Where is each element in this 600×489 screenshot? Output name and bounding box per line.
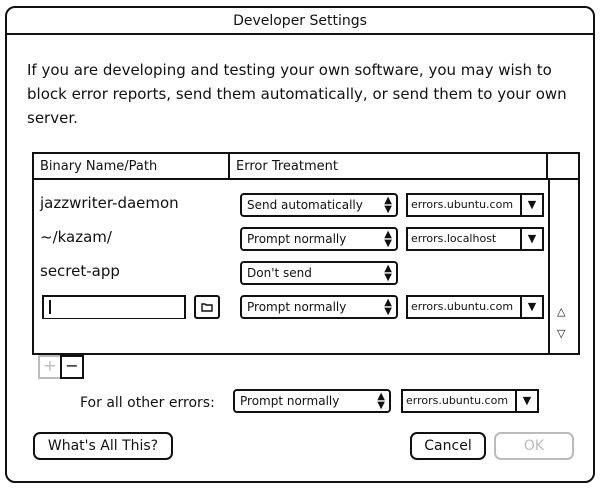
server-combo-value: errors.localhost [411,232,497,245]
triangle-down-icon[interactable]: ▼ [520,195,542,215]
server-combo-value: errors.ubuntu.com [411,300,514,313]
chevron-updown-icon: ▲▼ [384,229,392,249]
chevron-updown-icon: ▲▼ [384,297,392,317]
window-title: Developer Settings [233,12,367,29]
remove-row-button[interactable]: − [60,355,84,379]
ok-button[interactable]: OK [494,432,574,460]
treatment-select-value: Send automatically [247,198,363,212]
cancel-button[interactable]: Cancel [410,432,486,460]
treatment-select-value: Prompt normally [247,232,347,246]
column-header-treatment: Error Treatment [230,154,548,180]
triangle-down-icon[interactable]: ▼ [520,229,542,249]
binary-path: secret-app [40,262,120,280]
treatment-select[interactable]: Send automatically ▲▼ [240,193,398,217]
triangle-down-icon[interactable]: ▽ [557,327,566,340]
developer-settings-window: Developer Settings If you are developing… [5,6,595,483]
table-row: ~/kazam/ Prompt normally ▲▼ errors.local… [34,222,548,256]
text-cursor [49,300,51,314]
table-scrollbar[interactable]: △ ▽ [548,180,578,353]
treatment-select-value: Prompt normally [240,394,340,408]
server-combo[interactable]: errors.ubuntu.com ▼ [406,295,544,319]
path-input-field[interactable] [42,295,186,319]
treatment-select-value: Don't send [247,266,312,280]
browse-folder-button[interactable] [194,295,220,319]
treatment-select[interactable]: Prompt normally ▲▼ [240,295,398,319]
chevron-updown-icon: ▲▼ [377,391,385,411]
other-errors-server-combo[interactable]: errors.ubuntu.com ▼ [401,389,539,413]
column-header-scroll [548,154,578,180]
triangle-up-icon[interactable]: △ [557,305,566,318]
intro-text: If you are developing and testing your o… [27,61,567,127]
folder-icon [201,303,213,312]
help-button[interactable]: What's All This? [33,432,173,460]
binary-path: jazzwriter-daemon [40,194,179,212]
treatment-table: Binary Name/Path Error Treatment jazzwri… [32,152,580,355]
treatment-select[interactable]: Prompt normally ▲▼ [240,227,398,251]
new-entry-row: Prompt normally ▲▼ errors.ubuntu.com ▼ [34,290,548,324]
chevron-updown-icon: ▲▼ [384,195,392,215]
chevron-updown-icon: ▲▼ [384,263,392,283]
triangle-down-icon[interactable]: ▼ [520,297,542,317]
server-combo[interactable]: errors.localhost ▼ [406,227,544,251]
path-input[interactable] [44,298,184,318]
add-row-button[interactable]: + [38,355,62,379]
other-errors-label: For all other errors: [80,395,215,411]
other-errors-treatment-select[interactable]: Prompt normally ▲▼ [233,389,391,413]
table-row: jazzwriter-daemon Send automatically ▲▼ … [34,188,548,222]
server-combo-value: errors.ubuntu.com [411,198,514,211]
treatment-select[interactable]: Don't send ▲▼ [240,261,398,285]
add-remove-buttons: + − [38,355,84,379]
server-combo-value: errors.ubuntu.com [406,394,509,407]
server-combo[interactable]: errors.ubuntu.com ▼ [406,193,544,217]
binary-path: ~/kazam/ [40,228,112,246]
treatment-select-value: Prompt normally [247,300,347,314]
table-row: secret-app Don't send ▲▼ [34,256,548,290]
column-header-path: Binary Name/Path [34,154,230,180]
triangle-down-icon[interactable]: ▼ [515,391,537,411]
title-bar: Developer Settings [7,8,593,35]
